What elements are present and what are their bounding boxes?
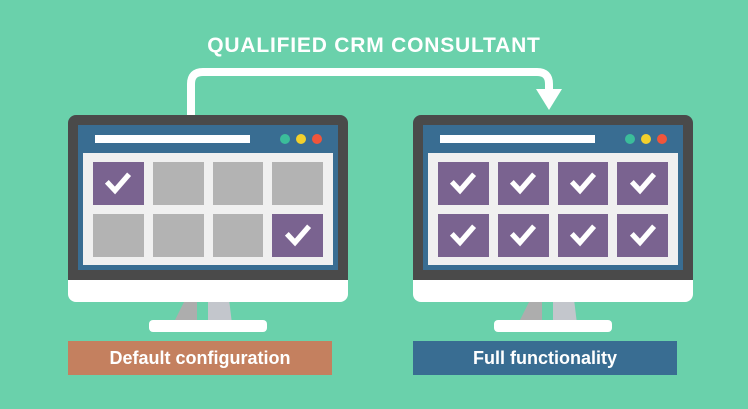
checkmark-icon xyxy=(629,224,656,247)
window-dot-green[interactable] xyxy=(625,134,635,144)
monitor-stand-base xyxy=(149,320,267,332)
feature-tile-disabled[interactable] xyxy=(212,161,264,205)
checkmark-icon xyxy=(450,172,477,195)
feature-tile-enabled[interactable] xyxy=(617,161,668,205)
window-dot-yellow[interactable] xyxy=(296,134,306,144)
checkmark-icon xyxy=(105,172,132,195)
feature-tile-enabled[interactable] xyxy=(438,161,489,205)
monitor-stand-neck xyxy=(173,302,243,324)
feature-tile-disabled[interactable] xyxy=(212,213,264,257)
feature-tile-disabled[interactable] xyxy=(152,213,204,257)
feature-tile-enabled[interactable] xyxy=(497,213,549,257)
feature-tile-enabled[interactable] xyxy=(272,213,323,257)
checkmark-icon xyxy=(284,224,311,247)
flow-arrow-icon xyxy=(187,68,562,117)
feature-row xyxy=(438,213,668,257)
caption-full-functionality: Full functionality xyxy=(413,341,677,375)
browser-window xyxy=(423,125,683,270)
window-dot-red[interactable] xyxy=(657,134,667,144)
feature-grid-full xyxy=(428,153,678,265)
feature-tile-enabled[interactable] xyxy=(93,161,144,205)
checkmark-icon xyxy=(450,224,477,247)
monitor-bezel xyxy=(413,115,693,280)
workstation-full xyxy=(413,115,693,332)
window-dot-green[interactable] xyxy=(280,134,290,144)
feature-tile-disabled[interactable] xyxy=(93,213,144,257)
feature-tile-enabled[interactable] xyxy=(497,161,549,205)
monitor-chin xyxy=(413,280,693,302)
feature-grid-default xyxy=(83,153,333,265)
caption-default-configuration: Default configuration xyxy=(68,341,332,375)
checkmark-icon xyxy=(629,172,656,195)
feature-tile-disabled[interactable] xyxy=(272,161,323,205)
address-bar[interactable] xyxy=(95,135,250,143)
window-dot-yellow[interactable] xyxy=(641,134,651,144)
checkmark-icon xyxy=(510,172,537,195)
monitor-stand-base xyxy=(494,320,612,332)
checkmark-icon xyxy=(569,224,596,247)
feature-row xyxy=(438,161,668,205)
browser-window xyxy=(78,125,338,270)
page-title: QUALIFIED CRM CONSULTANT xyxy=(207,34,541,57)
stand-neck-right xyxy=(208,302,232,324)
monitor-bezel xyxy=(68,115,348,280)
browser-titlebar xyxy=(78,125,338,153)
checkmark-icon xyxy=(569,172,596,195)
browser-titlebar xyxy=(423,125,683,153)
feature-tile-enabled[interactable] xyxy=(438,213,489,257)
window-controls xyxy=(625,134,667,144)
window-dot-red[interactable] xyxy=(312,134,322,144)
workstation-default xyxy=(68,115,348,332)
monitor-chin xyxy=(68,280,348,302)
feature-tile-enabled[interactable] xyxy=(557,161,609,205)
feature-row xyxy=(93,161,323,205)
checkmark-icon xyxy=(510,224,537,247)
address-bar[interactable] xyxy=(440,135,595,143)
feature-tile-enabled[interactable] xyxy=(557,213,609,257)
monitor-stand-neck xyxy=(518,302,588,324)
feature-row xyxy=(93,213,323,257)
feature-tile-enabled[interactable] xyxy=(617,213,668,257)
window-controls xyxy=(280,134,322,144)
stand-neck-right xyxy=(553,302,577,324)
feature-tile-disabled[interactable] xyxy=(152,161,204,205)
